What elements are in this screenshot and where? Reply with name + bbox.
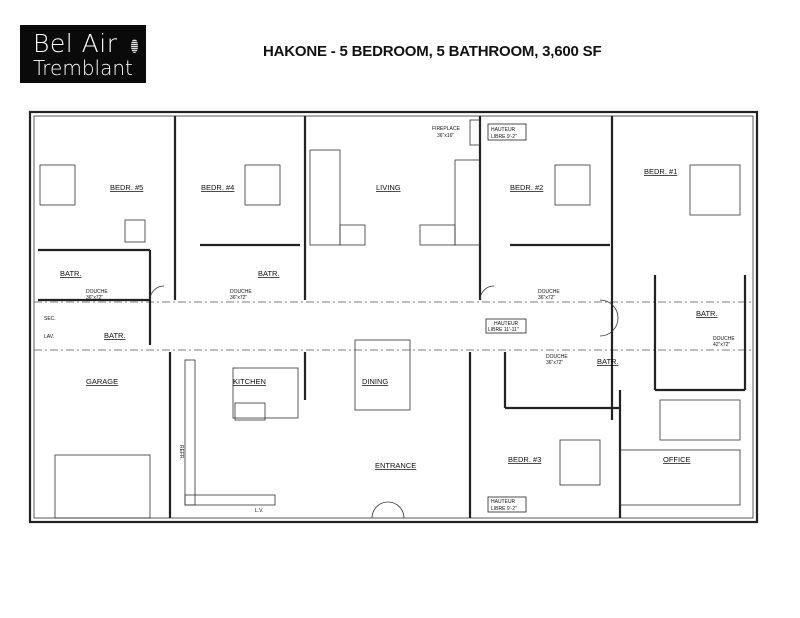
logo-line2: Tremblant [33,56,133,80]
ceiling-note-label: HAUTEUR [491,127,516,133]
ceiling-note-value: LIBRE 9'-2" [491,134,517,140]
leaf-icon [131,39,138,53]
room-label-kitchen: KITCHEN [233,377,266,386]
room-label-bedr1: BEDR. #1 [644,167,677,176]
room-label-bedr4: BEDR. #4 [201,183,234,192]
room-label-bedr3: BEDR. #3 [508,455,541,464]
room-label-entrance: ENTRANCE [375,461,416,470]
douche-size: 36"x72" [230,295,247,301]
douche-label: DOUCHE [86,289,108,295]
room-label-bedr5: BEDR. #5 [110,183,143,192]
washer-label: LAV. [44,334,54,340]
fireplace-size: 36"x16" [437,133,454,139]
ceiling-note-box [485,318,527,334]
exterior-wall [28,110,759,524]
dishwasher-label: L.V. [255,508,263,514]
fireplace [469,119,481,146]
exterior-wall-inner [33,115,754,519]
ceiling-note-label: HAUTEUR [494,321,519,327]
room-label-batr: BATR. [104,331,126,340]
brand-logo: Bel Air Tremblant [20,25,146,83]
furniture [39,149,741,519]
page-title: HAKONE - 5 BEDROOM, 5 BATHROOM, 3,600 SF [263,43,602,60]
ceiling-note-label: HAUTEUR [491,499,516,505]
fireplace-label: FIREPLACE [432,126,460,132]
ceiling-note-box [487,496,527,513]
room-label-living: LIVING [376,183,401,192]
room-label-bedr2: BEDR. #2 [510,183,543,192]
ceiling-note-value: LIBRE 9'-2" [491,506,517,512]
interior-walls [38,116,747,518]
logo-line1: Bel Air [33,29,118,58]
dryer-label: SEC. [44,316,56,322]
room-label-batr: BATR. [597,357,619,366]
douche-label: DOUCHE [546,354,568,360]
room-label-batr: BATR. [696,309,718,318]
room-label-garage: GARAGE [86,377,118,386]
doors [149,285,619,519]
douche-size: 36"x72" [546,360,563,366]
ceiling-note-value: LIBRE 11'-11" [488,327,519,333]
room-label-dining: DINING [362,377,388,386]
room-label-office: OFFICE [663,455,691,464]
douche-label: DOUCHE [230,289,252,295]
room-label-batr: BATR. [60,269,82,278]
douche-size: 36"x72" [538,295,555,301]
fridge-label: REFR. [178,445,184,460]
douche-master-size: 42"x72" [713,342,730,348]
room-label-batr: BATR. [258,269,280,278]
douche-label: DOUCHE [713,336,735,342]
douche-label: DOUCHE [538,289,560,295]
ceiling-note-box [487,123,527,141]
douche-size: 36"x72" [86,295,103,301]
